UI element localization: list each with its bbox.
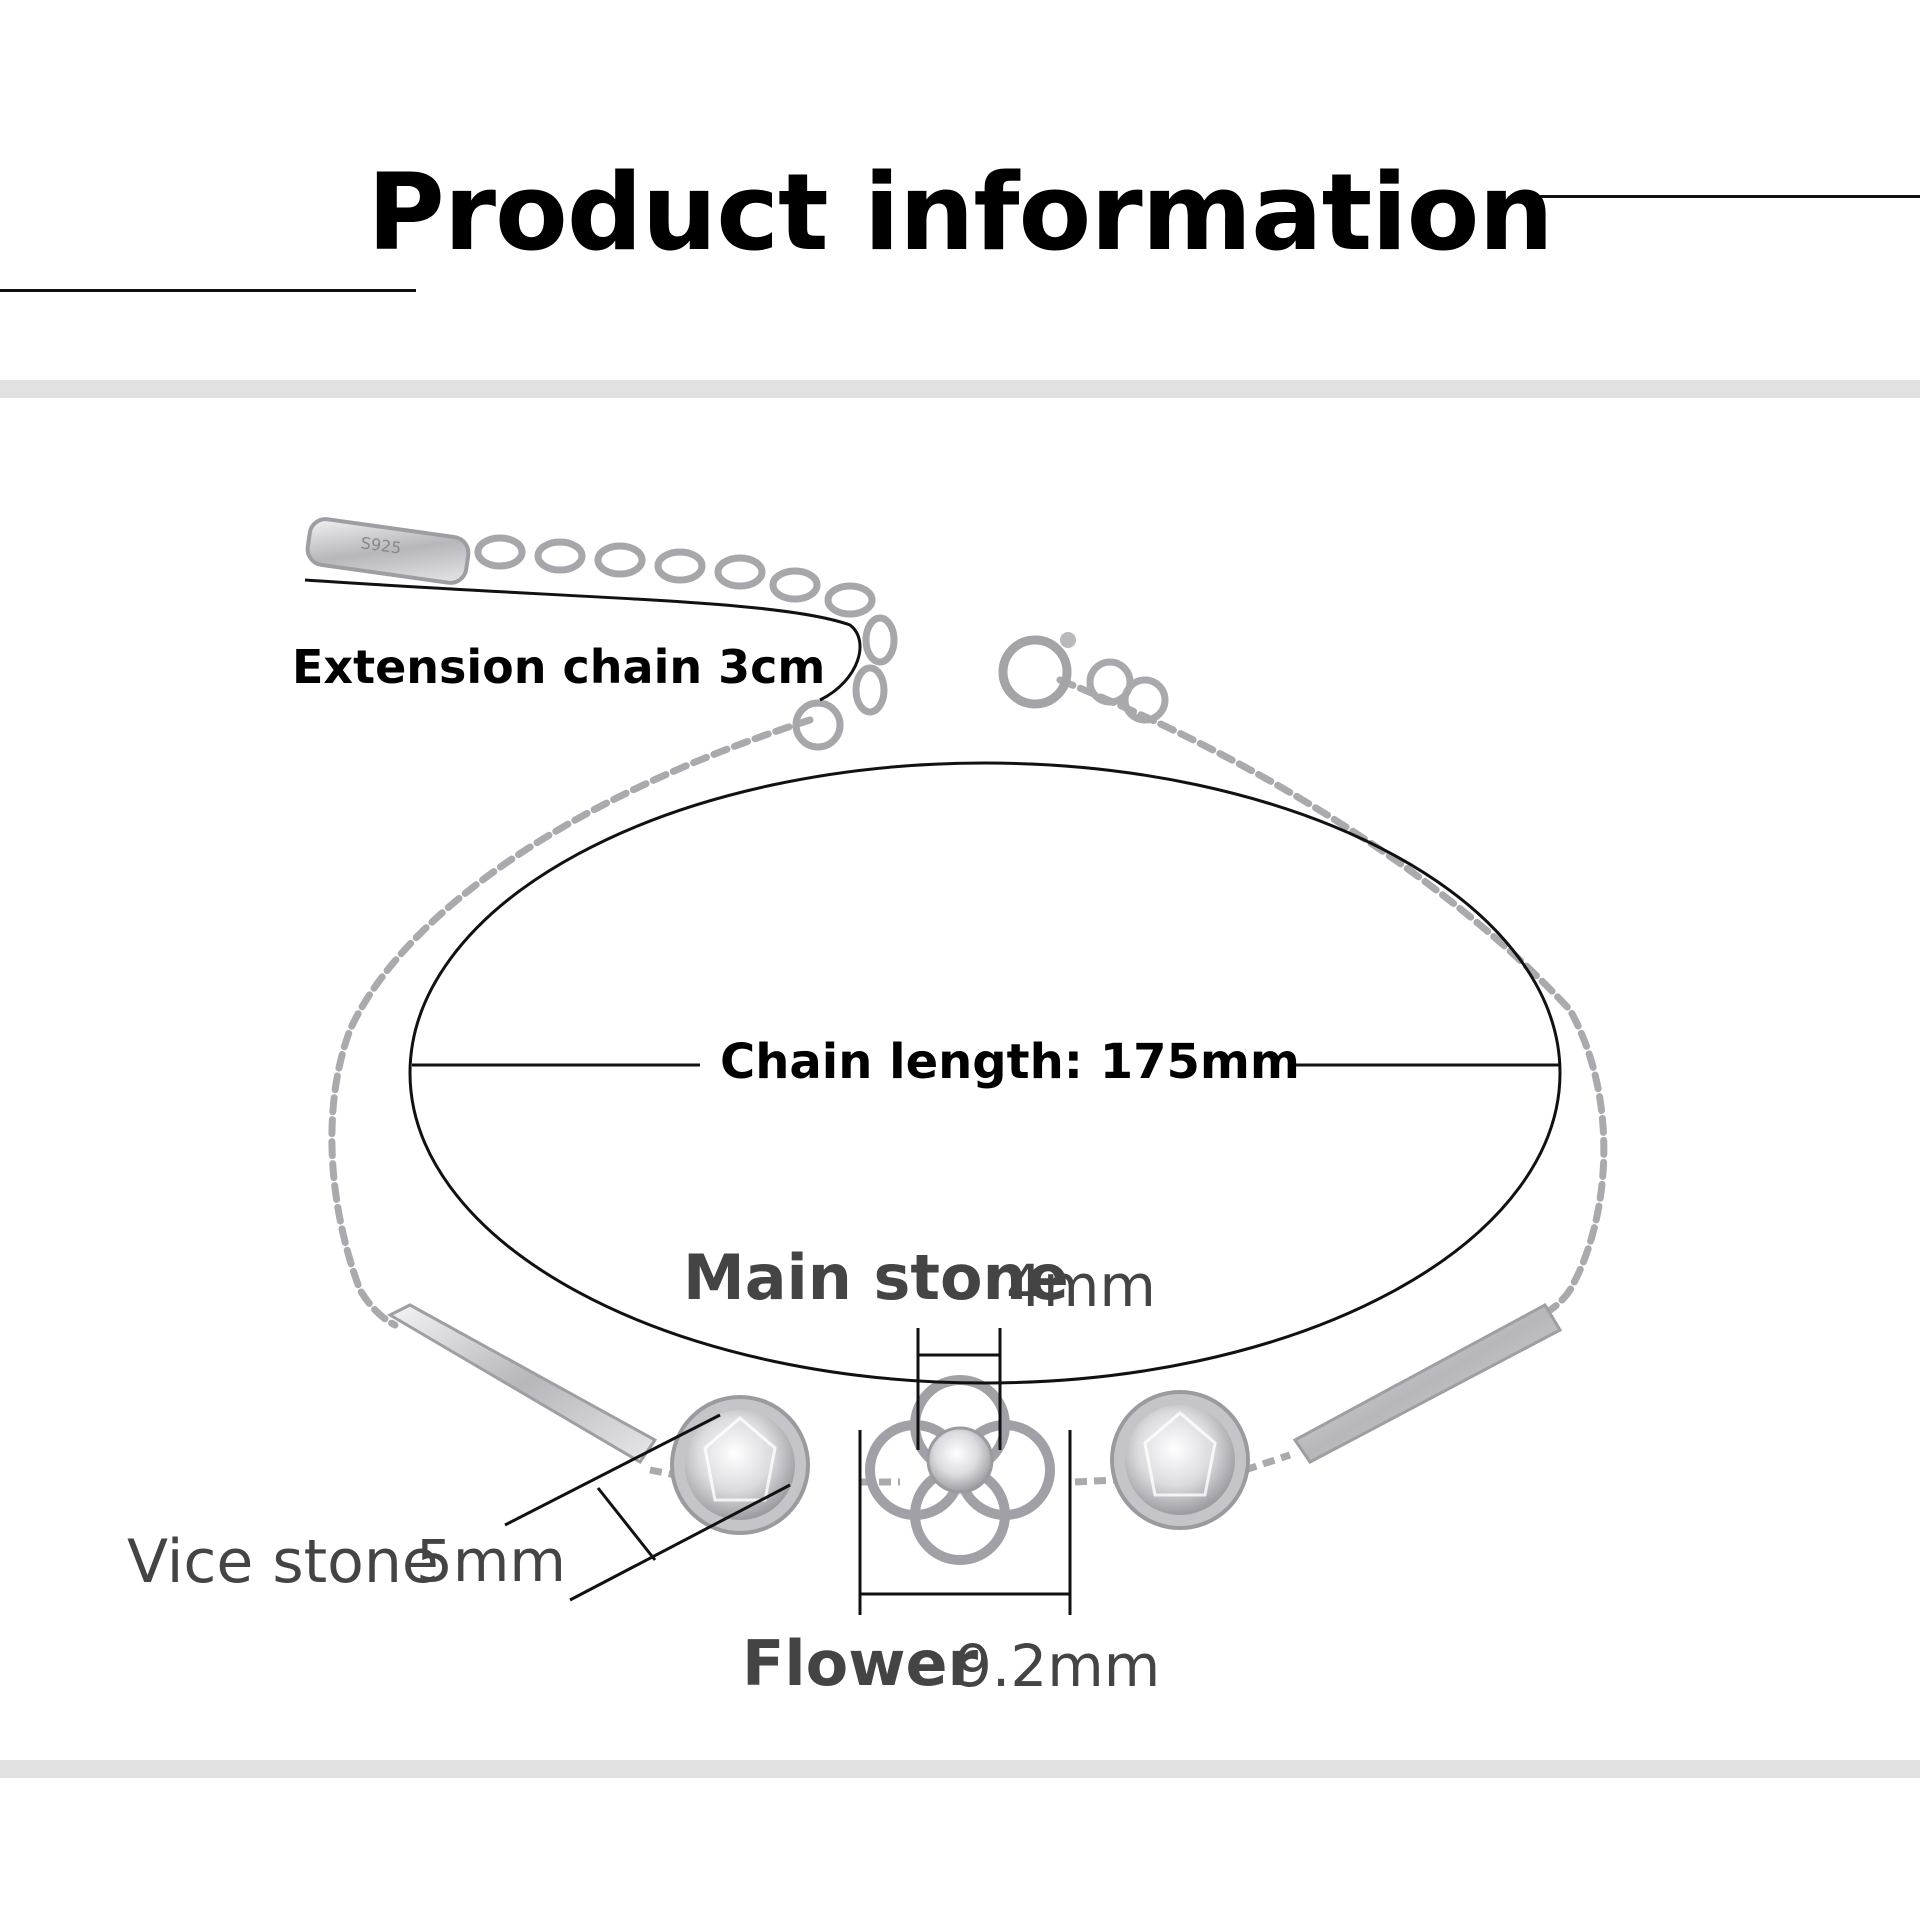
- main-stone: [926, 1426, 994, 1494]
- chain-length-label: Chain length: 175mm: [720, 1034, 1300, 1090]
- bottom-divider-band: [0, 1760, 1920, 1778]
- main-stone-size: 4mm: [1006, 1252, 1156, 1320]
- page-title: Product information: [367, 151, 1554, 274]
- extension-chain-pointer: [304, 578, 862, 702]
- flower-pendant: [865, 1375, 1055, 1565]
- header-rule-left: [0, 289, 416, 292]
- bar-link-left: [386, 1303, 658, 1465]
- vice-stone-dimension: [504, 1413, 791, 1602]
- extension-chain-label: Extension chain 3cm: [292, 640, 826, 694]
- main-stone-dimension: [916, 1328, 1002, 1450]
- extension-tag: [305, 517, 471, 585]
- bracelet-chain-right: [1056, 676, 1608, 1320]
- vice-stone-label: Vice stone: [127, 1527, 439, 1597]
- vice-stone-left: [670, 1395, 810, 1535]
- extension-chain-links: [474, 534, 898, 751]
- vice-stone-right: [1110, 1390, 1250, 1530]
- header-rule-right: [1510, 195, 1920, 198]
- vice-stone-size: 5mm: [416, 1527, 566, 1595]
- chain-length-ellipse: [408, 761, 1562, 1385]
- flower-label: Flower: [742, 1627, 979, 1700]
- spring-ring-clasp: [998, 635, 1072, 709]
- top-divider-band: [0, 380, 1920, 398]
- bar-link-right: [1292, 1302, 1563, 1464]
- main-stone-label: Main stone: [683, 1241, 1069, 1314]
- flower-size: 9.2mm: [955, 1632, 1161, 1700]
- flower-dimension: [858, 1430, 1072, 1615]
- bracelet-chain-left: [328, 716, 814, 1329]
